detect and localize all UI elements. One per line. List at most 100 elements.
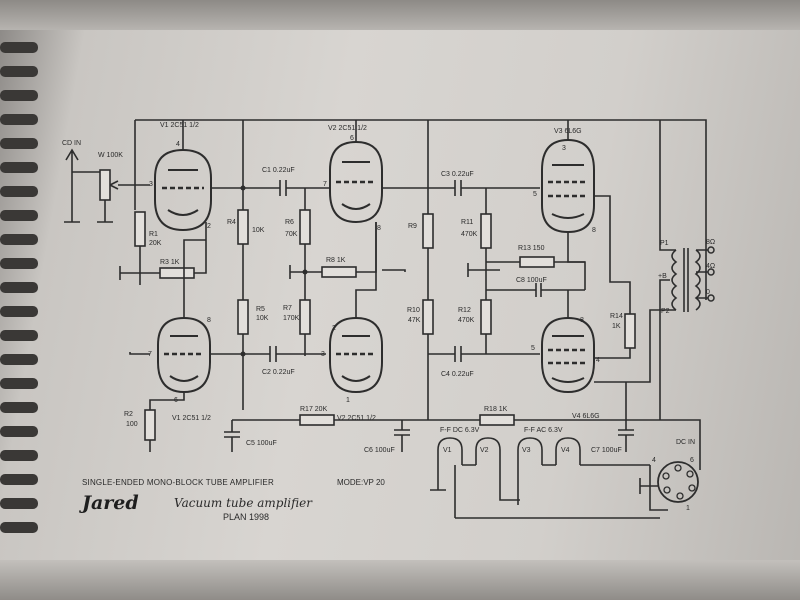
- heater-v3: [517, 437, 543, 465]
- brand-subtitle: Vacuum tube amplifier: [174, 496, 312, 510]
- resistor-r13: [519, 256, 555, 268]
- svg-text:V2: V2: [480, 447, 489, 454]
- svg-text:8: 8: [580, 317, 584, 324]
- svg-text:V1: V1: [443, 447, 452, 454]
- resistor-r2: [144, 409, 156, 441]
- resistor-r9: [422, 213, 434, 249]
- dc-in-connector-icon: [657, 461, 699, 503]
- svg-text:20K: 20K: [149, 240, 162, 247]
- heater-ac-label: F-F AC 6.3V: [524, 427, 563, 434]
- resistor-r11: [480, 213, 492, 249]
- heater-v4: [555, 437, 581, 465]
- svg-text:3: 3: [321, 351, 325, 358]
- svg-text:8: 8: [207, 317, 211, 324]
- svg-text:C6 100uF: C6 100uF: [364, 447, 395, 454]
- tube-v3-6l6g: [541, 138, 595, 234]
- svg-text:R7: R7: [283, 305, 292, 312]
- svg-text:470K: 470K: [458, 317, 475, 324]
- speaker-terminal-0-icon: [707, 294, 715, 302]
- svg-text:R13 150: R13 150: [518, 245, 545, 252]
- svg-text:2: 2: [332, 325, 336, 332]
- page-bottom-shadow: [0, 560, 800, 600]
- svg-text:R4: R4: [227, 219, 236, 226]
- svg-text:1: 1: [686, 505, 690, 512]
- svg-text:C8 100uF: C8 100uF: [516, 277, 547, 284]
- svg-text:V3: V3: [522, 447, 531, 454]
- b-plus-rail: [135, 119, 707, 300]
- heater-dc-label: F-F DC 6.3V: [440, 427, 480, 434]
- svg-text:4Ω: 4Ω: [706, 263, 715, 270]
- svg-text:4: 4: [596, 357, 600, 364]
- resistor-r4: [237, 209, 249, 245]
- svg-text:R10: R10: [407, 307, 420, 314]
- svg-text:170K: 170K: [283, 315, 300, 322]
- heater-v1: [437, 437, 463, 465]
- svg-text:100: 100: [126, 421, 138, 428]
- svg-text:8Ω: 8Ω: [706, 239, 715, 246]
- svg-text:6: 6: [350, 135, 354, 142]
- svg-text:R11: R11: [461, 219, 473, 226]
- output-transformer: [671, 248, 701, 312]
- svg-text:1: 1: [346, 397, 350, 404]
- resistor-r10: [422, 299, 434, 335]
- svg-text:4: 4: [652, 457, 656, 464]
- page-top-shadow: [0, 0, 800, 30]
- svg-text:2: 2: [207, 223, 211, 230]
- svg-text:R12: R12: [458, 307, 471, 314]
- spiral-binding: [0, 42, 38, 533]
- resistor-r6: [299, 209, 311, 245]
- resistor-r3: [159, 267, 195, 279]
- svg-text:1K: 1K: [612, 323, 621, 330]
- tube-v2-top-label: V2 2C51 1/2: [328, 125, 367, 132]
- title-block: SINGLE-ENDED MONO-BLOCK TUBE AMPLIFIER M…: [82, 470, 422, 540]
- volume-label: W 100K: [98, 152, 123, 159]
- svg-text:470K: 470K: [461, 231, 478, 238]
- svg-text:C1 0.22uF: C1 0.22uF: [262, 167, 295, 174]
- svg-text:8: 8: [592, 227, 596, 234]
- input-label: CD IN: [62, 140, 81, 147]
- volume-pot: [99, 169, 111, 201]
- resistor-r8: [321, 266, 357, 278]
- svg-text:10K: 10K: [252, 227, 265, 234]
- svg-text:8: 8: [377, 225, 381, 232]
- tube-v2-top: [329, 140, 383, 224]
- resistor-r14: [624, 313, 636, 349]
- model-number: MODE:VP 20: [337, 478, 385, 487]
- resistor-r18: [479, 414, 515, 426]
- svg-text:C3 0.22uF: C3 0.22uF: [441, 171, 474, 178]
- svg-text:R1: R1: [149, 231, 158, 238]
- svg-text:+B: +B: [658, 273, 667, 280]
- speaker-terminal-8-icon: [707, 246, 715, 254]
- resistor-r17: [299, 414, 335, 426]
- tube-v4-6l6g: [541, 316, 595, 394]
- tube-v1-bottom: [157, 316, 211, 394]
- svg-text:C7 100uF: C7 100uF: [591, 447, 622, 454]
- svg-text:R9: R9: [408, 223, 417, 230]
- svg-text:5: 5: [531, 345, 535, 352]
- svg-text:7: 7: [323, 181, 327, 188]
- resistor-r1: [134, 211, 146, 247]
- svg-text:0: 0: [706, 289, 710, 296]
- svg-text:R14: R14: [610, 313, 623, 320]
- tube-v2-bottom: [329, 316, 383, 394]
- input-jack-icon: [64, 148, 80, 223]
- svg-text:P2: P2: [661, 308, 670, 315]
- svg-text:4: 4: [176, 141, 180, 148]
- svg-text:R17 20K: R17 20K: [300, 406, 328, 413]
- plan-year: PLAN 1998: [223, 512, 270, 522]
- heater-v2: [475, 437, 501, 465]
- tube-v1-top-label: V1 2C51 1/2: [160, 122, 199, 129]
- svg-text:R2: R2: [124, 411, 133, 418]
- speaker-terminal-4-icon: [707, 268, 715, 276]
- svg-text:70K: 70K: [285, 231, 298, 238]
- dc-in-label: DC IN: [676, 439, 695, 446]
- tube-v1-top: [154, 148, 212, 232]
- svg-text:C5 100uF: C5 100uF: [246, 440, 277, 447]
- svg-text:3: 3: [149, 181, 153, 188]
- svg-text:10K: 10K: [256, 315, 269, 322]
- svg-text:R18 1K: R18 1K: [484, 406, 508, 413]
- svg-text:C2 0.22uF: C2 0.22uF: [262, 369, 295, 376]
- svg-text:P1: P1: [660, 240, 669, 247]
